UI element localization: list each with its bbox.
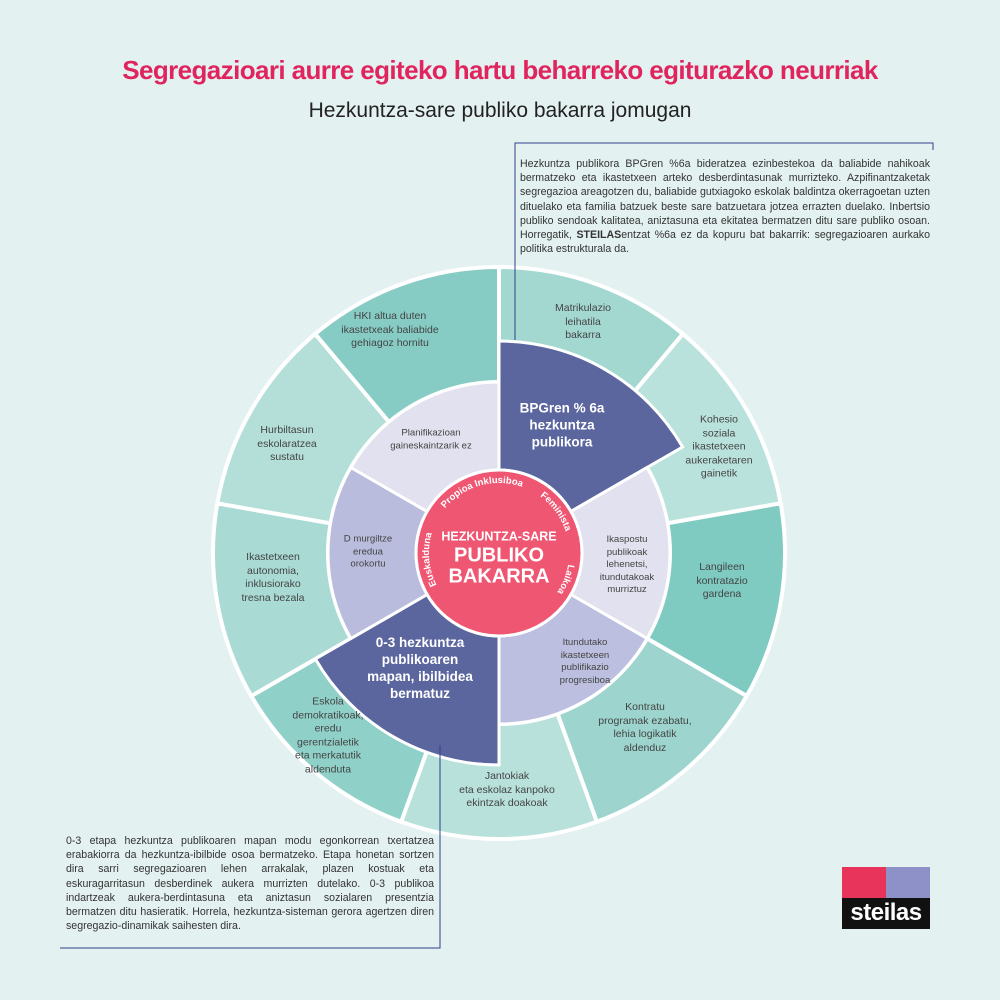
outer-label-kontratu: Kontratu programak ezabatu, lehia logika…: [598, 701, 692, 754]
center-line-1: HEZKUNTZA-SARE: [441, 529, 557, 544]
note-bpg-6: Hezkuntza publikora BPGren %6a bideratze…: [520, 157, 930, 256]
outer-label-hurbiltasun: Hurbiltasun eskolaratzea sustatu: [257, 423, 317, 463]
connector-lines: [60, 142, 934, 949]
center-circle: [414, 468, 584, 638]
note-0-3: 0-3 etapa hezkuntza publikoaren mapan mo…: [66, 835, 434, 933]
outer-label-jantokiak: Jantokiak eta eskolaz kanpoko ekintzak d…: [459, 769, 555, 809]
middle-label-bpg: BPGren % 6a hezkuntza publikora: [519, 400, 605, 450]
logo-text: steilas: [842, 898, 930, 929]
middle-label-planifikazioan: Planifikazioan gaineskaintzarik ez: [390, 427, 472, 452]
middle-label-itundutako: Itundutako ikastetxeen publifikazio prog…: [559, 637, 611, 686]
middle-label-ikaspostu: Ikaspostu publikoak lehenetsi, itundutak…: [599, 533, 655, 595]
center-title: HEZKUNTZA-SARE PUBLIKO BAKARRA: [441, 529, 556, 588]
note-bpg-6-text: Hezkuntza publikora BPGren %6a bideratze…: [520, 158, 930, 242]
center-line-3: BAKARRA: [448, 565, 550, 588]
center-line-2: PUBLIKO: [454, 544, 544, 567]
middle-label-0-3: 0-3 hezkuntza publikoaren mapan, ibilbid…: [367, 635, 473, 701]
outer-label-kohesio: Kohesio soziala ikastetxeen aukeraketare…: [685, 413, 753, 480]
page-title: Segregazioari aurre egiteko hartu beharr…: [122, 55, 878, 85]
steilas-logo: steilas: [842, 867, 930, 929]
outer-label-matrikulazio: Matrikulazio leihatila bakarra: [554, 301, 612, 341]
note-bpg-6-text-end: entzat %6a ez da kopuru bat bakarrik: se…: [520, 229, 930, 256]
middle-label-d-murgiltze: D murgiltze eredua orokortu: [343, 533, 393, 570]
outer-label-langileen: Langileen kontratazio gardena: [696, 560, 748, 600]
outer-label-hki: HKI altua duten ikastetxeak baliabide ge…: [341, 309, 439, 349]
middle-ring: [313, 339, 685, 767]
page-subtitle: Hezkuntza-sare publiko bakarra jomugan: [308, 99, 692, 122]
note-bpg-6-brand: STEILAS: [576, 229, 622, 242]
outer-label-ikastetxeen: Ikastetxeen autonomia, inklusiorako tres…: [241, 551, 305, 604]
outer-label-eskola: Eskola demokratikoak, eredu gerentzialet…: [292, 695, 364, 776]
